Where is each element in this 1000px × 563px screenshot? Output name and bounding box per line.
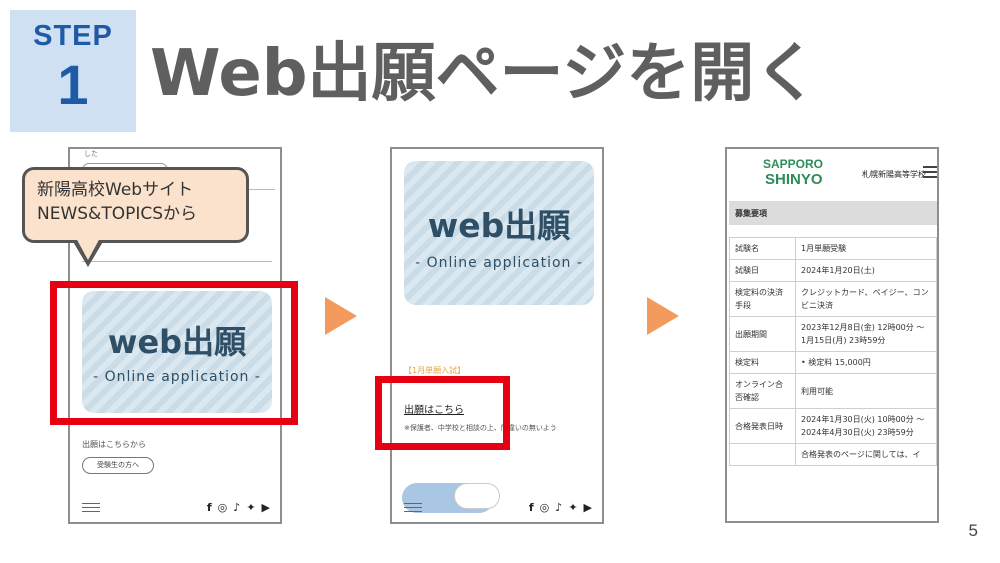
callout-line-1: 新陽高校Webサイト — [37, 180, 194, 200]
page-number: 5 — [968, 521, 978, 540]
table-row: 検定料• 検定料 15,000円 — [729, 351, 937, 374]
tiktok-icon[interactable]: ♪ — [555, 501, 563, 514]
row-value: 2024年1月30日(火) 10時00分 〜 2024年4月30日(火) 23時… — [795, 408, 937, 444]
tiktok-icon[interactable]: ♪ — [233, 501, 241, 514]
table-row: 合格発表のページに関しては、イ — [729, 443, 937, 466]
web-application-banner: web出願 - Online application - — [404, 161, 594, 305]
toggle-pill[interactable] — [454, 483, 500, 509]
school-logo-sub: SHINYO — [765, 171, 823, 188]
social-links: f ◎ ♪ ✦ ▶ — [207, 502, 270, 514]
table-row: 検定料の決済手段クレジットカード、ペイジー、コンビニ決済 — [729, 281, 937, 317]
row-value: • 検定料 15,000円 — [795, 351, 937, 374]
table-row: オンライン合否確認利用可能 — [729, 373, 937, 409]
instagram-icon[interactable]: ◎ — [217, 501, 228, 514]
row-value: クレジットカード、ペイジー、コンビニ決済 — [795, 281, 937, 317]
banner-title: web出願 — [427, 206, 571, 245]
next-arrow-icon — [325, 297, 357, 335]
row-key: 試験名 — [729, 237, 796, 260]
hamburger-menu-icon[interactable] — [923, 166, 937, 178]
row-key: 検定料 — [729, 351, 796, 374]
row-value: 2023年12月8日(金) 12時00分 〜 1月15日(月) 23時59分 — [795, 316, 937, 352]
divider — [82, 261, 272, 262]
row-value: 利用可能 — [795, 373, 937, 409]
twitter-icon[interactable]: ✦ — [568, 501, 578, 514]
instagram-icon[interactable]: ◎ — [539, 501, 550, 514]
row-key — [729, 443, 796, 466]
web-application-banner[interactable]: web出願 - Online application - — [82, 291, 272, 413]
phone-screenshot-2: web出願 - Online application - 【1月単願入試】 出願… — [390, 147, 604, 524]
school-logo: SAPPORO — [763, 157, 824, 171]
slide-title: Web出願ページを開く — [150, 37, 819, 111]
step-label: STEP — [33, 20, 113, 52]
row-key: 合格発表日時 — [729, 408, 796, 444]
banner-caption: 出願はこちらから — [82, 440, 146, 449]
row-value: 1月単願受験 — [795, 237, 937, 260]
facebook-icon[interactable]: f — [206, 501, 212, 514]
exam-category: 【1月単願入試】 — [404, 366, 466, 375]
row-key: 検定料の決済手段 — [729, 281, 796, 317]
section-title: 募集要項 — [729, 201, 937, 225]
youtube-icon[interactable]: ▶ — [261, 501, 270, 514]
youtube-icon[interactable]: ▶ — [583, 501, 592, 514]
step-number: 1 — [57, 53, 89, 116]
row-value: 2024年1月20日(土) — [795, 259, 937, 282]
note-text: ※保護者、中学校と相談の上、間違いの無いよう — [404, 424, 557, 432]
row-key: 試験日 — [729, 259, 796, 282]
highlight-frame — [50, 281, 298, 425]
row-key: オンライン合否確認 — [729, 373, 796, 409]
facebook-icon[interactable]: f — [528, 501, 534, 514]
school-name: 札幌新陽高等学校 — [862, 170, 926, 179]
apply-link[interactable]: 出願はこちら — [404, 405, 464, 416]
highlight-frame — [375, 376, 510, 450]
menu-icon[interactable] — [82, 503, 100, 512]
row-key: 出願期間 — [729, 316, 796, 352]
next-arrow-icon — [647, 297, 679, 335]
banner-subtitle: - Online application - — [415, 255, 583, 271]
menu-icon[interactable] — [404, 503, 422, 512]
social-links: f ◎ ♪ ✦ ▶ — [529, 502, 592, 514]
row-value: 合格発表のページに関しては、イ — [795, 443, 937, 466]
step-badge: STEP 1 — [10, 10, 136, 132]
callout-tail-fill — [76, 238, 100, 260]
banner-title: web出願 — [107, 323, 247, 361]
twitter-icon[interactable]: ✦ — [246, 501, 256, 514]
callout-line-2: NEWS&TOPICSから — [37, 204, 198, 224]
callout-bubble: 新陽高校Webサイト NEWS&TOPICSから — [22, 167, 249, 243]
applicant-button[interactable]: 受験生の方へ — [82, 457, 154, 474]
banner-subtitle: - Online application - — [93, 369, 261, 385]
top-text: した — [84, 150, 98, 158]
